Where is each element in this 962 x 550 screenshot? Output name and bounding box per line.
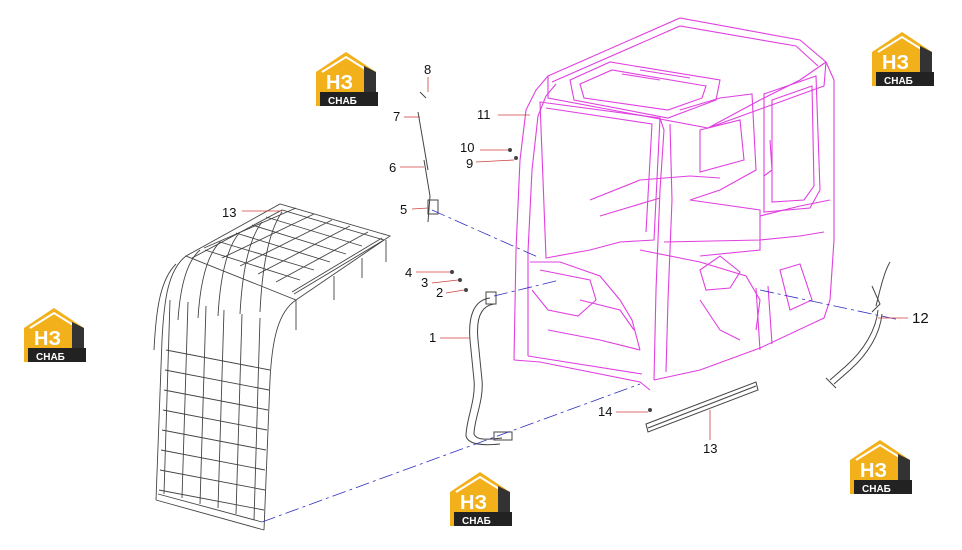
part-7-rod	[417, 111, 429, 171]
part-5-mount	[427, 199, 439, 215]
part-14-screw	[648, 408, 652, 412]
logo-word-text: СНАБ	[884, 76, 913, 87]
small-parts	[417, 91, 652, 412]
callout-1: 1	[429, 330, 436, 345]
leader-lines	[242, 77, 908, 440]
callout-13-guard: 13	[222, 205, 236, 220]
callout-11: 11	[477, 107, 491, 122]
logo-mark-text: НЗ	[460, 492, 487, 514]
callout-12: 12	[912, 310, 929, 327]
callout-labels: 1 2 3 4 5 6 7 8 9 10 11 12 13 13 14	[222, 62, 929, 456]
part-8-pin	[419, 91, 427, 99]
sill-strip-part	[645, 381, 759, 433]
part-10-screw	[508, 148, 512, 152]
part-6-bracket	[423, 159, 431, 223]
logo-mark-text: НЗ	[860, 460, 887, 482]
part-9-screw	[514, 156, 518, 160]
callout-7: 7	[393, 109, 400, 124]
part-2-bolt	[464, 288, 468, 292]
logo-mark-text: НЗ	[326, 72, 353, 94]
callout-2: 2	[436, 285, 443, 300]
logo-word-text: СНАБ	[462, 516, 491, 527]
callout-5: 5	[400, 202, 407, 217]
watermark-logo-1: НЗ СНАБ	[315, 51, 379, 107]
watermark-logo-2: НЗ СНАБ	[871, 31, 935, 87]
callout-9: 9	[466, 156, 473, 171]
callout-10: 10	[460, 140, 474, 155]
front-guard-grille	[153, 203, 392, 531]
callout-3: 3	[421, 275, 428, 290]
callout-13-strip: 13	[703, 441, 717, 456]
logo-word-text: СНАБ	[328, 96, 357, 107]
watermark-logo-5: НЗ СНАБ	[449, 471, 513, 527]
logo-word-text: СНАБ	[36, 352, 65, 363]
part-4-washer	[450, 270, 454, 274]
watermark-logo-4: НЗ СНАБ	[849, 439, 913, 495]
logo-mark-text: НЗ	[882, 52, 909, 74]
handrail-part	[465, 291, 513, 446]
watermark-logo-3: НЗ СНАБ	[23, 307, 87, 363]
part-3-washer	[458, 278, 462, 282]
callout-14: 14	[598, 404, 612, 419]
logo-word-text: СНАБ	[862, 484, 891, 495]
callout-8: 8	[424, 62, 431, 77]
cable-part	[825, 261, 891, 389]
assembly-lines	[261, 209, 901, 523]
callout-4: 4	[405, 265, 412, 280]
callout-6: 6	[389, 160, 396, 175]
operator-cab	[513, 17, 835, 391]
logo-mark-text: НЗ	[34, 328, 61, 350]
